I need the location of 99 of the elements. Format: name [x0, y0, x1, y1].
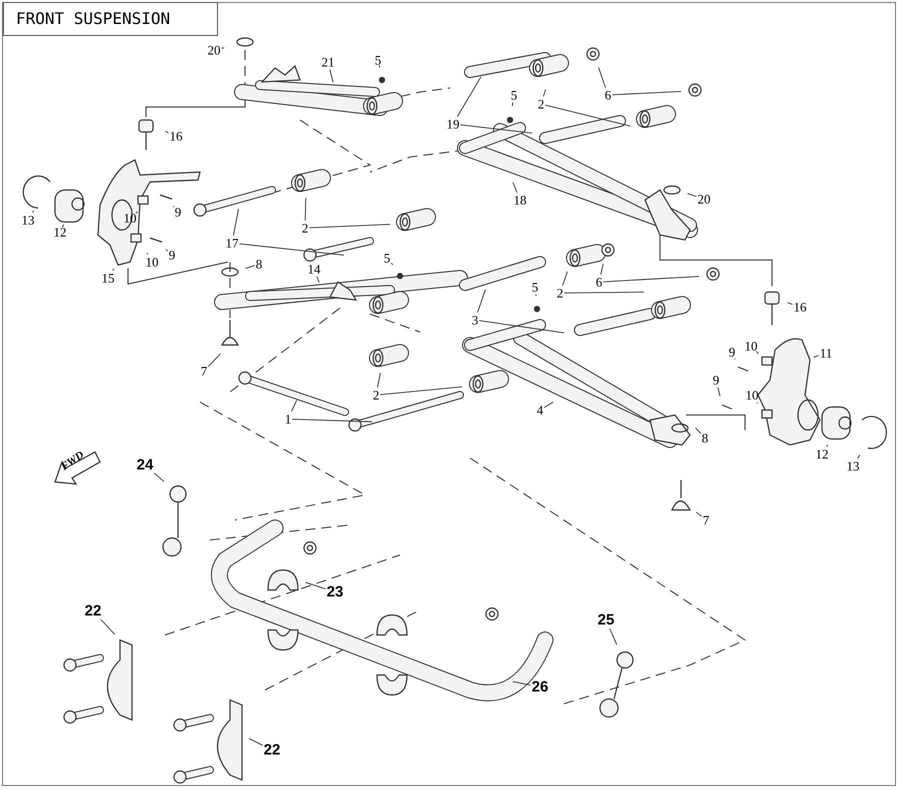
leader-line — [164, 130, 169, 134]
leader-line — [512, 182, 518, 193]
callout-number: 7 — [702, 512, 710, 528]
callout-number: 20 — [206, 42, 222, 58]
leader-line — [542, 89, 546, 97]
leader-line — [562, 271, 568, 286]
leader-line — [478, 320, 565, 334]
leader-line — [477, 289, 486, 313]
leader-line — [329, 69, 334, 83]
leader-line — [62, 224, 64, 228]
leader-line — [535, 294, 537, 296]
callout-number: 3 — [470, 312, 480, 328]
leader-line — [512, 681, 532, 686]
callout-number: 9 — [174, 204, 182, 220]
leader-line — [602, 276, 700, 282]
leader-line — [154, 472, 164, 482]
leader-line — [305, 582, 326, 590]
leader-line — [564, 292, 644, 294]
leader-line — [787, 302, 793, 305]
callout-number: 7 — [200, 364, 208, 378]
callout-number: 14 — [306, 262, 322, 276]
callout-number: 13 — [20, 212, 36, 228]
leader-line — [172, 206, 174, 208]
callout-number: 2 — [556, 286, 564, 300]
leader-line — [609, 628, 618, 646]
callout-number: 5 — [382, 250, 392, 266]
callout-number: 6 — [604, 88, 612, 102]
callout-number: 5 — [530, 280, 540, 294]
leader-line — [248, 738, 264, 746]
leader-line — [292, 418, 372, 422]
leader-line — [112, 268, 114, 271]
callout-number: 23 — [326, 584, 344, 600]
leader-line — [308, 224, 390, 228]
leader-line — [32, 210, 34, 213]
leader-line — [826, 444, 828, 447]
callout-number: 10 — [144, 254, 160, 270]
leader-line — [512, 102, 514, 107]
callout-number: 13 — [846, 458, 860, 474]
leader-line — [291, 400, 298, 412]
callout-number: 10 — [744, 388, 760, 402]
callout-number: 2 — [372, 388, 380, 402]
callout-number: 2 — [300, 220, 310, 236]
callout-number: 24 — [136, 456, 154, 474]
leader-line — [165, 248, 168, 252]
callout-number: 19 — [446, 116, 460, 132]
leader-line — [390, 262, 394, 266]
leader-line — [600, 263, 604, 275]
leader-line — [544, 104, 631, 127]
leader-line — [304, 198, 306, 221]
leader-line — [221, 47, 225, 49]
callout-number: 12 — [52, 224, 68, 240]
leader-line — [717, 387, 720, 397]
leader-line — [245, 264, 256, 269]
leader-line — [316, 276, 320, 283]
leader-line — [239, 243, 344, 256]
callout-number: 1 — [284, 412, 292, 426]
leader-line — [756, 402, 758, 404]
callout-number: 18 — [512, 192, 528, 208]
leader-line — [696, 512, 702, 517]
callout-number: 22 — [262, 742, 282, 758]
callout-number: 9 — [712, 372, 720, 388]
callout-number: 10 — [744, 338, 758, 354]
callout-number: 8 — [254, 256, 264, 272]
callout-number: 15 — [100, 270, 116, 286]
callout-number: 2 — [536, 96, 546, 112]
leader-line — [208, 353, 221, 367]
leader-line — [756, 350, 759, 354]
leader-line — [378, 64, 380, 68]
callout-number: 8 — [700, 430, 710, 446]
leader-line — [813, 355, 820, 358]
callout-number: 11 — [818, 346, 834, 360]
leader-line — [544, 402, 554, 408]
callout-number: 4 — [536, 402, 544, 418]
leader-line — [232, 208, 239, 236]
leader-line — [695, 427, 702, 434]
callout-number: 21 — [320, 54, 336, 70]
leader-line — [380, 386, 462, 396]
callout-number: 16 — [168, 128, 184, 144]
leader-line — [612, 90, 682, 96]
callout-number: 9 — [168, 248, 176, 262]
callout-number: 17 — [224, 236, 240, 250]
callout-number: 5 — [374, 52, 382, 68]
callout-number: 25 — [596, 612, 616, 628]
callout-number: 9 — [728, 344, 736, 360]
leader-line — [100, 619, 115, 635]
leader-line — [460, 124, 532, 134]
leader-line — [377, 372, 381, 388]
callout-number: 16 — [792, 300, 808, 314]
callout-number: 22 — [84, 602, 102, 620]
title: FRONT SUSPENSION — [3, 2, 218, 36]
leader-line — [457, 76, 482, 117]
leader-line — [857, 454, 860, 459]
callout-number: 20 — [696, 192, 712, 206]
callout-number: 6 — [594, 274, 604, 290]
leader-line — [687, 193, 697, 197]
callout-number: 5 — [510, 88, 518, 102]
callout-number: 26 — [530, 678, 550, 696]
callout-number: 12 — [814, 446, 830, 462]
leader-line — [598, 67, 606, 88]
